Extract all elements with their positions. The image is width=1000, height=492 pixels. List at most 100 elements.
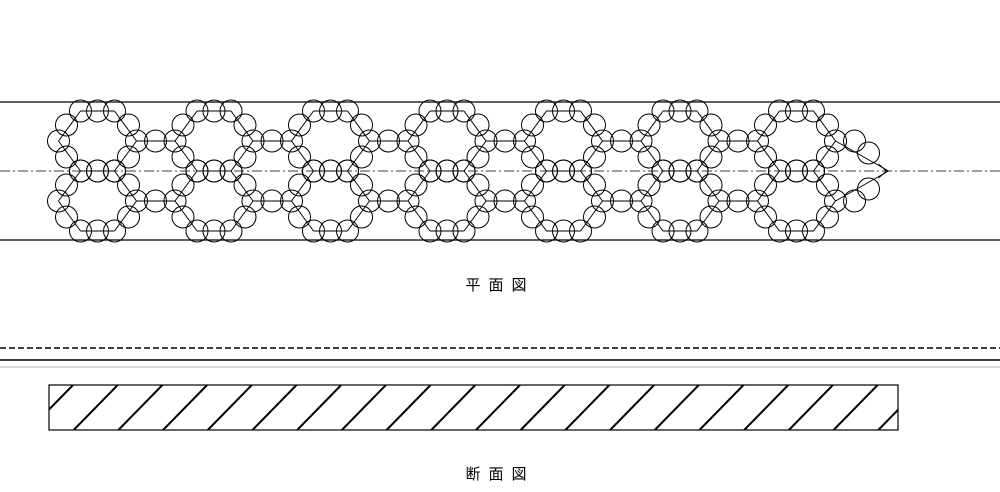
ring-circle: [583, 173, 606, 197]
ring-circle: [824, 129, 847, 153]
hex-frame-line: [813, 170, 836, 202]
hex-frame-line: [463, 140, 487, 172]
hex-frame-line: [407, 200, 431, 232]
hex-frame-line: [291, 110, 314, 142]
ring-circle: [280, 129, 303, 153]
hatch-line: [698, 385, 745, 430]
section-view: [48, 384, 899, 431]
section-hatching: [49, 385, 898, 430]
hex-frame-line: [813, 200, 836, 232]
hex-frame-line: [58, 140, 81, 172]
hatch-line: [654, 385, 700, 430]
ring-circle: [816, 173, 839, 197]
ring-circle: [699, 205, 723, 229]
hex-frame-line: [580, 110, 603, 142]
hatch-line: [72, 385, 119, 430]
ring-circle: [350, 113, 373, 137]
hex-frame-line: [696, 170, 720, 202]
plan-view-caption: 平面図: [465, 276, 535, 294]
hatch-line: [564, 385, 611, 430]
hex-frame-line: [463, 170, 487, 202]
hex-frame-line: [696, 200, 720, 232]
hex-frame-line: [230, 110, 254, 142]
ring-circle: [55, 205, 78, 229]
hatch-line: [519, 385, 566, 430]
ring-circle: [396, 129, 420, 153]
ring-circle: [466, 173, 490, 197]
hex-frame-line: [757, 170, 780, 202]
hatch-line: [341, 385, 387, 430]
hex-frame-line: [640, 170, 664, 202]
hex-frame-line: [114, 170, 137, 202]
hex-frame-line: [58, 110, 81, 142]
ring-circle: [824, 189, 847, 213]
ring-circle: [117, 113, 140, 137]
hatch-line: [162, 385, 208, 430]
hatch-line: [385, 385, 432, 430]
ring-circle: [746, 189, 769, 213]
hatch-line: [832, 385, 879, 430]
end-circle: [857, 141, 880, 165]
hex-frame-line: [347, 200, 370, 232]
end-nose-line: [835, 170, 889, 202]
hex-frame-line: [114, 140, 137, 172]
hatch-line: [207, 385, 253, 430]
hex-frame-line: [174, 140, 198, 172]
hex-frame-line: [463, 200, 487, 232]
ring-circle: [396, 189, 420, 213]
ring-circle: [754, 113, 777, 137]
ring-circle: [583, 205, 606, 229]
ring-circle: [233, 173, 257, 197]
ring-circle: [163, 129, 187, 153]
hex-frame-line: [640, 110, 664, 142]
hex-frame-line: [407, 140, 431, 172]
ring-circle: [637, 145, 661, 169]
hex-frame-line: [524, 140, 547, 172]
hex-frame-line: [696, 140, 720, 172]
hex-frame-line: [407, 110, 431, 142]
hex-frame-line: [230, 140, 254, 172]
ring-circle: [816, 205, 839, 229]
hex-frame-line: [174, 110, 198, 142]
ring-circle: [466, 113, 490, 137]
ring-circle: [754, 173, 777, 197]
ring-circle: [521, 145, 544, 169]
hex-frame-line: [291, 200, 314, 232]
gabion-cell-pattern: [47, 99, 889, 243]
hatch-line: [609, 385, 655, 430]
ring-circle: [117, 145, 140, 169]
hatch-line: [251, 385, 298, 430]
ring-circle: [754, 145, 777, 169]
ring-circle: [629, 129, 653, 153]
hex-frame-line: [524, 170, 547, 202]
hex-frame-line: [757, 200, 780, 232]
hex-frame-line: [347, 170, 370, 202]
ring-circle: [404, 145, 428, 169]
ring-circle: [746, 129, 769, 153]
ring-circle: [583, 113, 606, 137]
ring-circle: [629, 189, 653, 213]
ring-circle: [466, 205, 490, 229]
hex-frame-line: [463, 110, 487, 142]
ring-circle: [513, 129, 536, 153]
ring-circle: [513, 189, 536, 213]
end-nose-line: [878, 163, 887, 172]
hatch-line: [117, 385, 164, 430]
ring-circle: [350, 205, 373, 229]
hex-frame-line: [347, 110, 370, 142]
ring-circle: [637, 113, 661, 137]
ring-circle: [171, 205, 195, 229]
hatch-line: [49, 385, 74, 411]
ring-circle: [171, 113, 195, 137]
hex-frame-line: [580, 200, 603, 232]
hex-frame-line: [757, 110, 780, 142]
ring-circle: [350, 173, 373, 197]
ring-circle: [583, 145, 606, 169]
end-circle: [857, 177, 880, 201]
ring-circle: [699, 173, 723, 197]
hex-frame-line: [58, 170, 81, 202]
section-view-caption: 断面図: [465, 465, 535, 483]
ring-circle: [288, 173, 311, 197]
hatch-line: [475, 385, 521, 430]
hex-frame-line: [174, 170, 198, 202]
